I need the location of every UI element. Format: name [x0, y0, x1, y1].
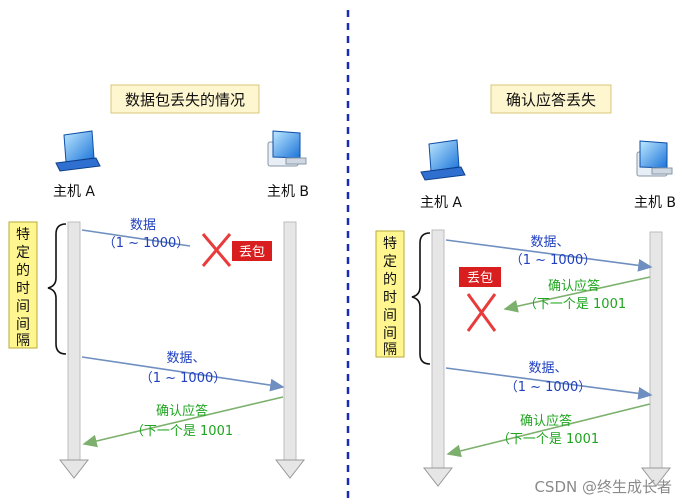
left-msg2-arrow [81, 356, 285, 392]
left-timeline-a [58, 221, 90, 479]
host-a-computer-icon [55, 130, 101, 172]
left-time-interval-box [8, 221, 38, 349]
right-msg2-label: 数据、 [528, 361, 567, 376]
right-time-interval-box [375, 230, 405, 358]
right-timeline-b [640, 231, 672, 487]
left-msg2-range: （1 ~ 1000） [140, 371, 227, 386]
left-interval-brace [47, 223, 67, 355]
right-time-char-6: 间 [383, 326, 397, 342]
right-time-char-3: 的 [383, 272, 397, 288]
left-time-char-5: 间 [16, 299, 30, 315]
right-lost-badge-text: 丢包 [467, 271, 493, 286]
right-ack1-arrow [503, 276, 651, 313]
right-host-a-label: 主机 A [420, 195, 462, 211]
left-time-char-4: 时 [16, 281, 30, 297]
right-title: 确认应答丢失 [506, 91, 596, 109]
left-msg1-label: 数据 [130, 218, 156, 233]
left-lost-badge [232, 241, 272, 261]
left-host-a-label: 主机 A [53, 184, 95, 200]
host-b-computer-icon-right [636, 140, 673, 177]
left-msg1-range: （1 ~ 1000） [103, 236, 190, 251]
right-time-char-4: 时 [383, 290, 397, 306]
host-b-computer-icon [267, 130, 307, 167]
left-lost-badge-text: 丢包 [239, 245, 265, 260]
left-time-char-6: 间 [16, 317, 30, 333]
right-panel: 确认应答丢失 主机 A 主机 B 特 定 的 时 间 间 隔 [375, 84, 676, 487]
left-time-char-7: 隔 [16, 333, 30, 349]
right-msg2-arrow [445, 367, 653, 400]
left-lost-cross-icon [201, 233, 232, 267]
left-time-char-2: 定 [16, 245, 30, 261]
right-interval-brace [411, 232, 431, 365]
right-msg1-range: （1 ~ 1000） [510, 253, 597, 268]
left-host-b-label: 主机 B [267, 184, 309, 200]
left-time-char-3: 的 [16, 263, 30, 279]
left-ack-label: 确认应答 [156, 403, 208, 419]
right-host-b-label: 主机 B [634, 195, 676, 211]
right-lost-badge [459, 267, 501, 287]
right-ack2-arrow [446, 403, 651, 458]
right-ack2-detail: （下一个是 1001 [497, 432, 599, 447]
left-title: 数据包丢失的情况 [125, 91, 245, 109]
right-ack1-detail: （下一个是 1001 [524, 297, 626, 312]
right-ack1-label: 确认应答 [548, 278, 600, 294]
right-msg1-label: 数据、 [530, 235, 569, 250]
left-ack-arrow [82, 396, 284, 448]
left-ack-detail: （下一个是 1001 [131, 424, 233, 439]
left-timeline-b [274, 221, 306, 479]
right-msg2-range: （1 ~ 1000） [505, 380, 592, 395]
right-title-box [490, 84, 612, 114]
left-msg2-label: 数据、 [166, 351, 205, 366]
left-time-char-1: 特 [16, 227, 30, 243]
right-time-char-2: 定 [383, 254, 397, 270]
right-time-char-7: 隔 [383, 342, 397, 358]
left-panel: 数据包丢失的情况 主机 A 主机 B 特 定 的 时 间 间 隔 [8, 84, 309, 479]
left-title-box [110, 84, 260, 114]
left-msg1-arrow [81, 229, 191, 247]
csdn-watermark: CSDN @终生成长者 [534, 478, 672, 496]
right-time-char-1: 特 [383, 236, 397, 252]
host-a-computer-icon-right [420, 139, 466, 181]
right-timeline-a [422, 229, 454, 487]
right-ack2-label: 确认应答 [520, 413, 572, 429]
right-lost-cross-icon [466, 293, 497, 332]
right-msg1-arrow [445, 239, 653, 272]
right-time-char-5: 间 [383, 308, 397, 324]
